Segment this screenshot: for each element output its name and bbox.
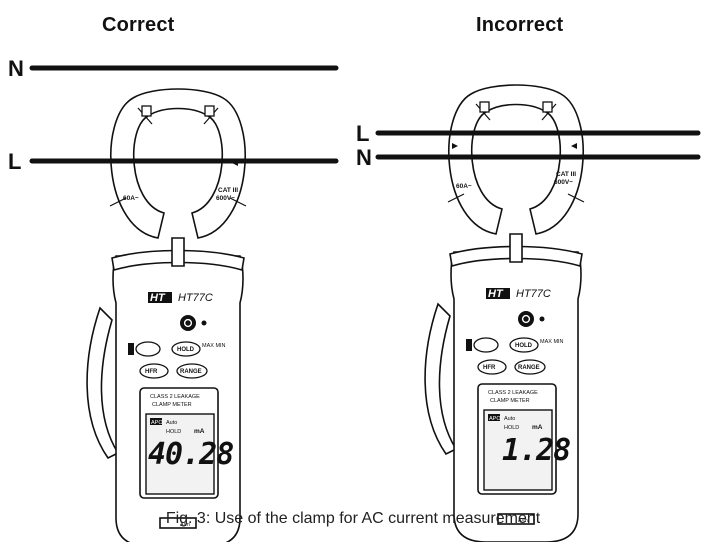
- svg-text:HT: HT: [488, 288, 504, 300]
- direction-arrow-right-b: [571, 143, 577, 149]
- svg-text:600V~: 600V~: [216, 195, 235, 202]
- svg-text:RANGE: RANGE: [518, 365, 540, 371]
- svg-text:APO: APO: [489, 416, 501, 422]
- svg-text:mA: mA: [194, 428, 205, 435]
- clamp-meter-correct: 60A~ CAT III 600V~ HT HT77C HOLD MAX MIN…: [86, 88, 247, 542]
- line-label-right: L: [356, 121, 369, 146]
- svg-text:MAX MIN: MAX MIN: [202, 343, 226, 349]
- svg-text:RANGE: RANGE: [180, 369, 202, 375]
- svg-text:CAT III: CAT III: [556, 171, 576, 178]
- direction-arrow-right-a: [452, 143, 458, 149]
- svg-text:Auto: Auto: [166, 420, 177, 426]
- neutral-label-left: N: [8, 56, 24, 81]
- svg-text:60A~: 60A~: [123, 195, 139, 202]
- svg-text:HOLD: HOLD: [504, 425, 519, 431]
- svg-text:60A~: 60A~: [456, 183, 472, 190]
- svg-text:MAX MIN: MAX MIN: [540, 339, 564, 345]
- svg-text:CLAMP METER: CLAMP METER: [152, 402, 192, 408]
- svg-text:CAT III: CAT III: [218, 187, 238, 194]
- svg-text:HOLD: HOLD: [515, 343, 533, 349]
- line-label-left: L: [8, 149, 21, 174]
- svg-text:CLAMP METER: CLAMP METER: [490, 398, 530, 404]
- svg-text:A/m: A/m: [518, 518, 528, 524]
- figure-caption: Fig. 3: Use of the clamp for AC current …: [165, 510, 541, 527]
- svg-text:CLASS 2 LEAKAGE: CLASS 2 LEAKAGE: [488, 390, 538, 396]
- neutral-label-right: N: [356, 145, 372, 170]
- svg-text:CLASS 2 LEAKAGE: CLASS 2 LEAKAGE: [150, 394, 200, 400]
- incorrect-heading: Incorrect: [476, 14, 564, 36]
- svg-text:HT77C: HT77C: [516, 288, 551, 300]
- incorrect-setup: 60A~ CAT III 600V~ HT HT77C HOLD MAX MIN…: [356, 84, 701, 542]
- lcd-reading-correct: 40.28: [148, 437, 233, 472]
- correct-setup: N 60A~ CAT III 600V~ HT HT77C HOLD MAX M…: [8, 56, 339, 542]
- svg-text:HOLD: HOLD: [177, 347, 195, 353]
- svg-text:APO: APO: [151, 420, 163, 426]
- svg-text:mA: mA: [532, 424, 543, 431]
- svg-text:HT: HT: [150, 292, 166, 304]
- clamp-meter-incorrect: 60A~ CAT III 600V~ HT HT77C HOLD MAX MIN…: [424, 84, 585, 542]
- direction-arrow-left: [232, 159, 238, 166]
- svg-text:A/m: A/m: [180, 522, 190, 528]
- svg-text:600V~: 600V~: [554, 179, 573, 186]
- svg-text:HFR: HFR: [145, 369, 158, 375]
- svg-text:Auto: Auto: [504, 416, 515, 422]
- svg-text:HT77C: HT77C: [178, 292, 213, 304]
- svg-text:HOLD: HOLD: [166, 429, 181, 435]
- lcd-reading-incorrect: 1.28: [502, 433, 570, 468]
- svg-text:HFR: HFR: [483, 365, 496, 371]
- correct-heading: Correct: [102, 14, 175, 36]
